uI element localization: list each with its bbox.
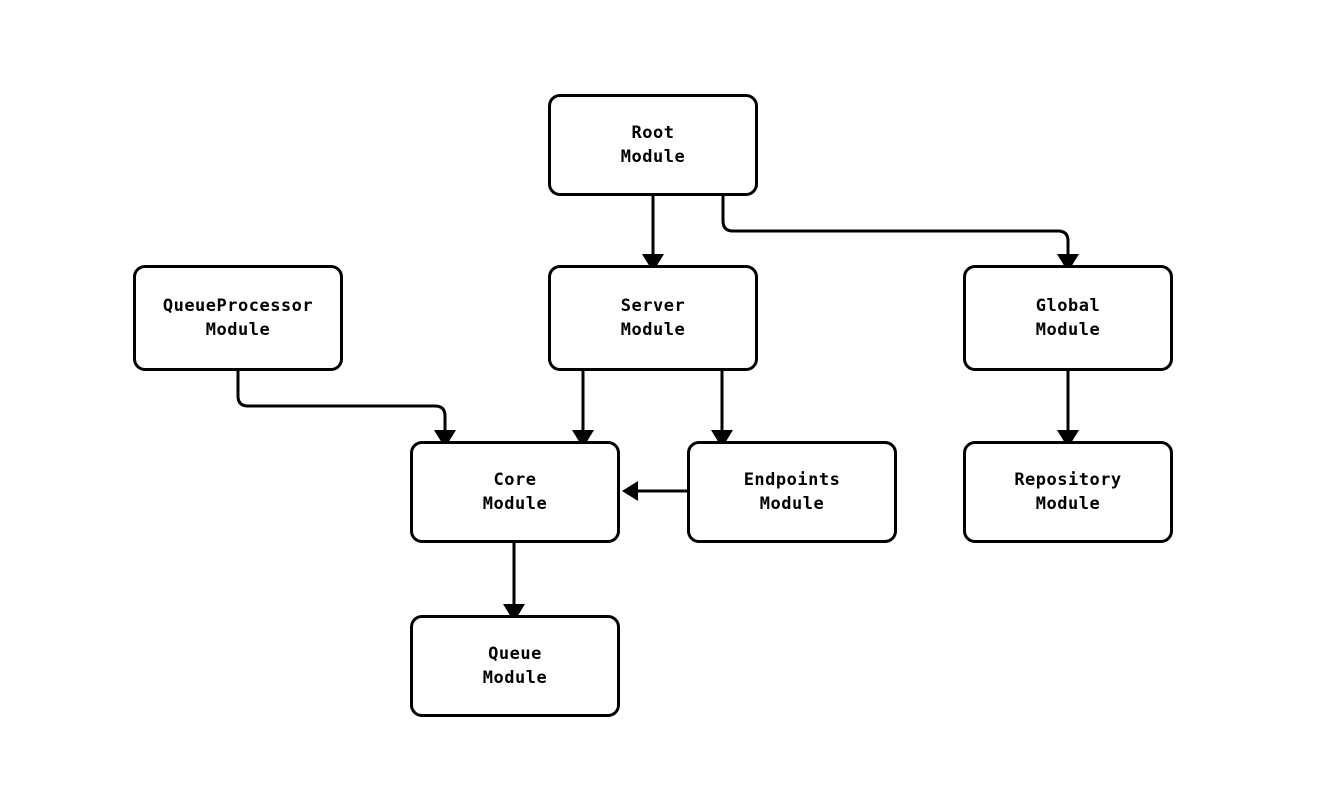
- connector-root-global: [721, 196, 1070, 258]
- node-queue-label-line2: Module: [482, 668, 548, 688]
- node-core-label-line1: Core: [493, 469, 537, 490]
- arrowhead-core-queue: [503, 604, 525, 622]
- arrowhead-queueprocessor-core: [434, 430, 456, 448]
- node-global-label-line2: Module: [1035, 320, 1101, 340]
- node-root-label-line1: Root: [631, 122, 675, 143]
- arrowhead-server-endpoints: [711, 430, 733, 448]
- node-core-label-line2: Module: [482, 494, 548, 514]
- node-queueprocessor-label-line2: Module: [205, 320, 271, 340]
- arrowhead-server-core: [572, 430, 594, 448]
- node-server-label-line1: Server: [620, 295, 686, 316]
- node-endpoints-label-line1: Endpoints: [743, 469, 841, 490]
- node-repository-label-line1: Repository: [1014, 469, 1122, 490]
- arrowhead-endpoints-core: [622, 481, 638, 501]
- node-endpoints-label-line2: Module: [759, 494, 825, 514]
- node-root-label-line2: Module: [620, 147, 686, 167]
- connector-queueprocessor-core: [236, 371, 447, 434]
- node-queue-label-line1: Queue: [488, 643, 542, 664]
- node-server-label-line2: Module: [620, 320, 686, 340]
- arrowhead-root-server: [642, 254, 664, 272]
- node-queueprocessor-label-line1: QueueProcessor: [162, 295, 314, 316]
- node-global-label-line1: Global: [1035, 295, 1101, 316]
- arrowhead-global-repository: [1057, 430, 1079, 448]
- arrowhead-root-global: [1057, 254, 1079, 272]
- node-repository-label-line2: Module: [1035, 494, 1101, 514]
